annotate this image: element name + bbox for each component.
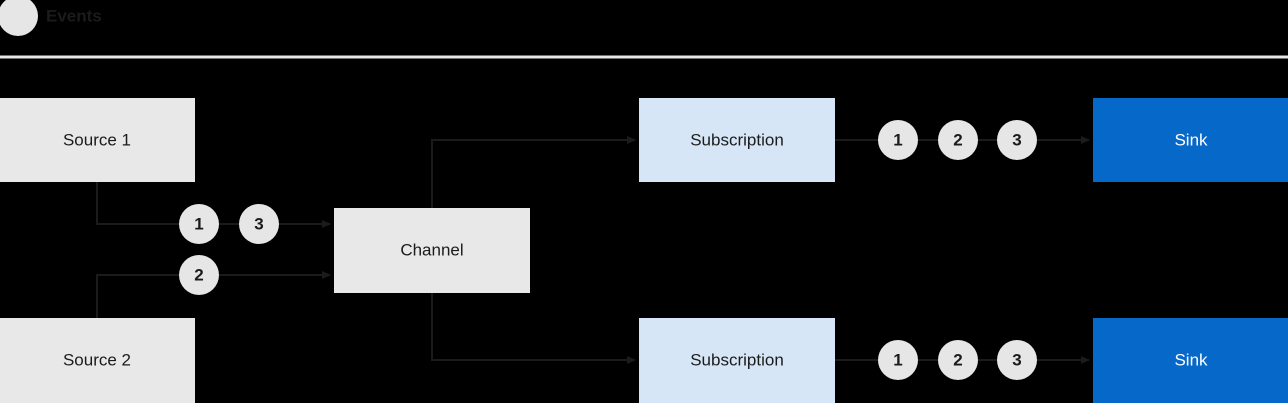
event-token[interactable]: 2 xyxy=(938,340,978,380)
legend-label: Events xyxy=(46,6,102,25)
sink-bottom-label: Sink xyxy=(1174,350,1208,369)
event-number: 1 xyxy=(893,350,902,369)
connector-channel-to-subscription-top xyxy=(431,136,636,208)
event-circle-icon[interactable] xyxy=(878,340,918,380)
subscription-bottom-box[interactable] xyxy=(639,318,835,403)
event-group-source1-to-channel: 1 3 xyxy=(179,204,279,244)
event-group-source2-to-channel: 2 xyxy=(179,255,219,295)
event-circle-icon[interactable] xyxy=(878,120,918,160)
source-1-box[interactable] xyxy=(0,98,195,182)
sink-top-box[interactable] xyxy=(1093,98,1288,182)
event-circle-icon[interactable] xyxy=(179,255,219,295)
subscription-top-label: Subscription xyxy=(690,130,784,149)
event-number: 2 xyxy=(194,265,203,284)
connector-source2-to-channel xyxy=(96,271,331,318)
event-token[interactable]: 1 xyxy=(878,340,918,380)
source-2-box[interactable] xyxy=(0,318,195,403)
event-token[interactable]: 2 xyxy=(938,120,978,160)
event-token[interactable]: 1 xyxy=(179,204,219,244)
event-number: 2 xyxy=(953,350,962,369)
event-token[interactable]: 3 xyxy=(239,204,279,244)
event-token[interactable]: 1 xyxy=(878,120,918,160)
event-circle-icon[interactable] xyxy=(938,120,978,160)
event-token[interactable]: 3 xyxy=(997,120,1037,160)
event-circle-icon[interactable] xyxy=(239,204,279,244)
sink-top-label: Sink xyxy=(1174,130,1208,149)
node-source-1[interactable]: Source 1 xyxy=(0,98,195,182)
event-circle-icon[interactable] xyxy=(938,340,978,380)
event-number: 1 xyxy=(194,214,203,233)
node-sink-bottom[interactable]: Sink xyxy=(1093,318,1288,403)
source-2-label: Source 2 xyxy=(63,350,131,369)
event-group-subscription-top-to-sink: 1 2 3 xyxy=(878,120,1037,160)
event-circle-icon[interactable] xyxy=(997,120,1037,160)
event-circle-icon[interactable] xyxy=(179,204,219,244)
sink-bottom-box[interactable] xyxy=(1093,318,1288,403)
event-number: 1 xyxy=(893,130,902,149)
node-channel[interactable]: Channel xyxy=(334,208,530,293)
event-number: 3 xyxy=(1012,350,1021,369)
node-sink-top[interactable]: Sink xyxy=(1093,98,1288,182)
source-1-label: Source 1 xyxy=(63,130,131,149)
event-number: 2 xyxy=(953,130,962,149)
channel-box[interactable] xyxy=(334,208,530,293)
subscription-bottom-label: Subscription xyxy=(690,350,784,369)
event-circle-icon xyxy=(0,0,38,36)
subscription-top-box[interactable] xyxy=(639,98,835,182)
node-subscription-bottom[interactable]: Subscription xyxy=(639,318,835,403)
event-token[interactable]: 3 xyxy=(997,340,1037,380)
legend: Events xyxy=(0,0,102,36)
channel-label: Channel xyxy=(400,240,463,259)
event-group-subscription-bottom-to-sink: 1 2 3 xyxy=(878,340,1037,380)
event-number: 3 xyxy=(254,214,263,233)
event-circle-icon[interactable] xyxy=(997,340,1037,380)
node-subscription-top[interactable]: Subscription xyxy=(639,98,835,182)
event-token[interactable]: 2 xyxy=(179,255,219,295)
node-source-2[interactable]: Source 2 xyxy=(0,318,195,403)
event-number: 3 xyxy=(1012,130,1021,149)
connector-channel-to-subscription-bottom xyxy=(431,293,636,364)
